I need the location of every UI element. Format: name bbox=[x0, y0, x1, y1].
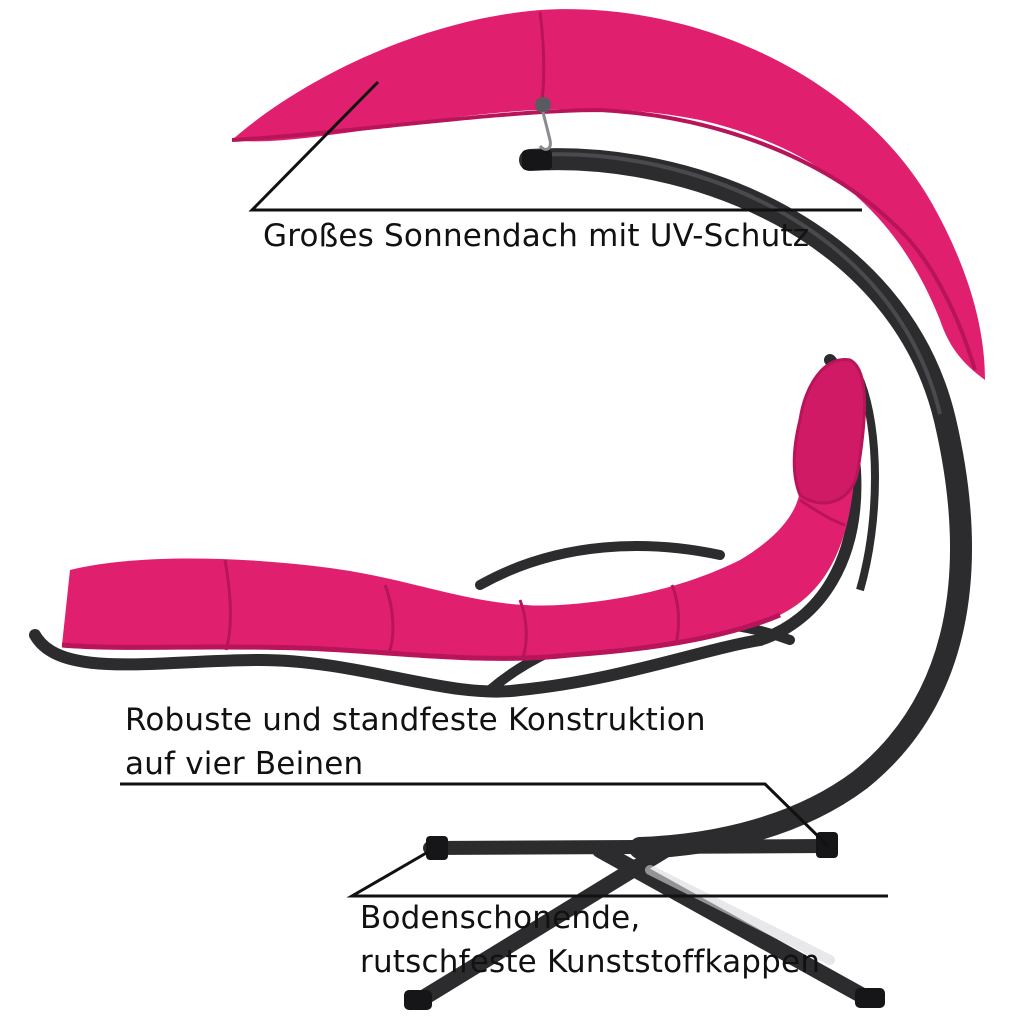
callout-frame-line1: Robuste und standfeste Konstruktion bbox=[125, 702, 706, 738]
callout-frame-line2: auf vier Beinen bbox=[125, 746, 364, 782]
canopy-leader-line bbox=[248, 80, 862, 212]
callout-canopy: Großes Sonnendach mit UV-Schutz bbox=[263, 214, 809, 258]
callout-lines bbox=[120, 80, 888, 898]
callout-caps-line1: Bodenschonende, bbox=[360, 900, 641, 936]
caps-leader-line bbox=[346, 850, 888, 898]
callout-caps: Bodenschonende, rutschfeste Kunststoffka… bbox=[360, 896, 820, 984]
sun-canopy bbox=[231, 9, 985, 380]
callout-caps-line2: rutschfeste Kunststoffkappen bbox=[360, 944, 821, 980]
lounger-cushion bbox=[61, 358, 866, 661]
callout-frame: Robuste und standfeste Konstruktion auf … bbox=[125, 698, 706, 786]
frame-leader-line bbox=[120, 782, 830, 848]
callout-canopy-text: Großes Sonnendach mit UV-Schutz bbox=[263, 218, 810, 254]
